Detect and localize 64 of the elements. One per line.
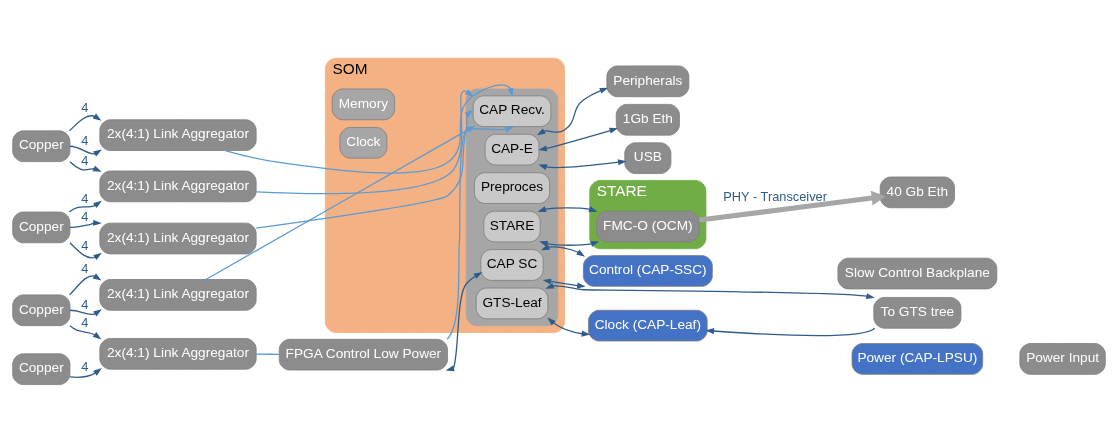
node-box: CAP-E	[484, 133, 540, 165]
node-box: Copper	[12, 293, 71, 326]
arrow	[68, 272, 102, 295]
edge-label: PHY - Transceiver	[723, 188, 827, 204]
node-box: Slow Control Backplane	[837, 257, 998, 289]
arrow	[547, 317, 591, 337]
node-box: Control (CAP-SSC)	[582, 254, 713, 287]
node-box: Power Input	[1019, 342, 1106, 375]
arrow	[541, 243, 585, 257]
node-box: 2x(4:1) Link Aggregator	[99, 118, 257, 151]
node-box: FMC-O (OCM)	[596, 210, 700, 242]
edge-label: 4	[81, 358, 89, 374]
arrow	[68, 113, 102, 131]
edge-label: 4	[81, 260, 89, 276]
edge-label: 4	[81, 99, 89, 115]
connector	[255, 353, 280, 355]
arrow	[224, 83, 514, 174]
arrow	[445, 271, 483, 371]
node-box: Copper	[12, 211, 71, 243]
node-box: Clock	[339, 126, 388, 159]
node-box: 2x(4:1) Link Aggregator	[99, 222, 257, 254]
node-box: Power (CAP-LPSU)	[851, 342, 984, 375]
edge-label: 4	[81, 208, 89, 224]
node-box: 1Gb Eth	[615, 103, 680, 136]
arrow	[69, 219, 102, 228]
node-box: Copper	[12, 129, 71, 162]
arrow	[68, 200, 102, 213]
arrow	[69, 308, 102, 316]
node-box: 2x(4:1) Link Aggregator	[99, 337, 257, 370]
node-box: USB	[624, 141, 672, 174]
arrow	[699, 190, 886, 223]
arrow	[537, 205, 598, 212]
node-box: Preproces	[474, 171, 551, 204]
arrow	[69, 160, 102, 172]
arrow	[539, 240, 600, 247]
edge-label: 4	[81, 237, 89, 253]
node-box: CAP Recv.	[472, 94, 552, 127]
node-box: Copper	[12, 352, 71, 385]
arrow	[69, 324, 102, 340]
edge-label: 4	[81, 132, 89, 148]
arrow	[69, 367, 102, 378]
arrow	[705, 327, 876, 336]
node-box: GTS-Leaf	[475, 287, 549, 319]
arrow	[538, 127, 619, 151]
node-box: CAP SC	[480, 248, 544, 281]
arrow	[69, 241, 102, 260]
arrow	[542, 278, 586, 289]
edge-label: 4	[81, 314, 89, 330]
node-box: Peripherals	[606, 65, 690, 97]
arrow	[538, 158, 627, 170]
arrow	[536, 87, 609, 135]
arrow	[69, 145, 102, 157]
edge-label: 4	[81, 190, 89, 206]
edge-label: 4	[81, 152, 89, 168]
node-box: Clock (CAP-Leaf)	[588, 309, 708, 341]
node-box: 2x(4:1) Link Aggregator	[99, 170, 257, 202]
arrow	[545, 282, 875, 299]
node-box: 40 Gb Eth	[879, 176, 955, 208]
node-box: 2x(4:1) Link Aggregator	[99, 278, 257, 311]
node-box: Memory	[331, 88, 395, 120]
node-box: STARE	[483, 210, 541, 242]
node-box: To GTS tree	[873, 296, 962, 329]
node-box: FPGA Control Low Power	[278, 338, 448, 370]
edge-label: 4	[81, 296, 89, 312]
